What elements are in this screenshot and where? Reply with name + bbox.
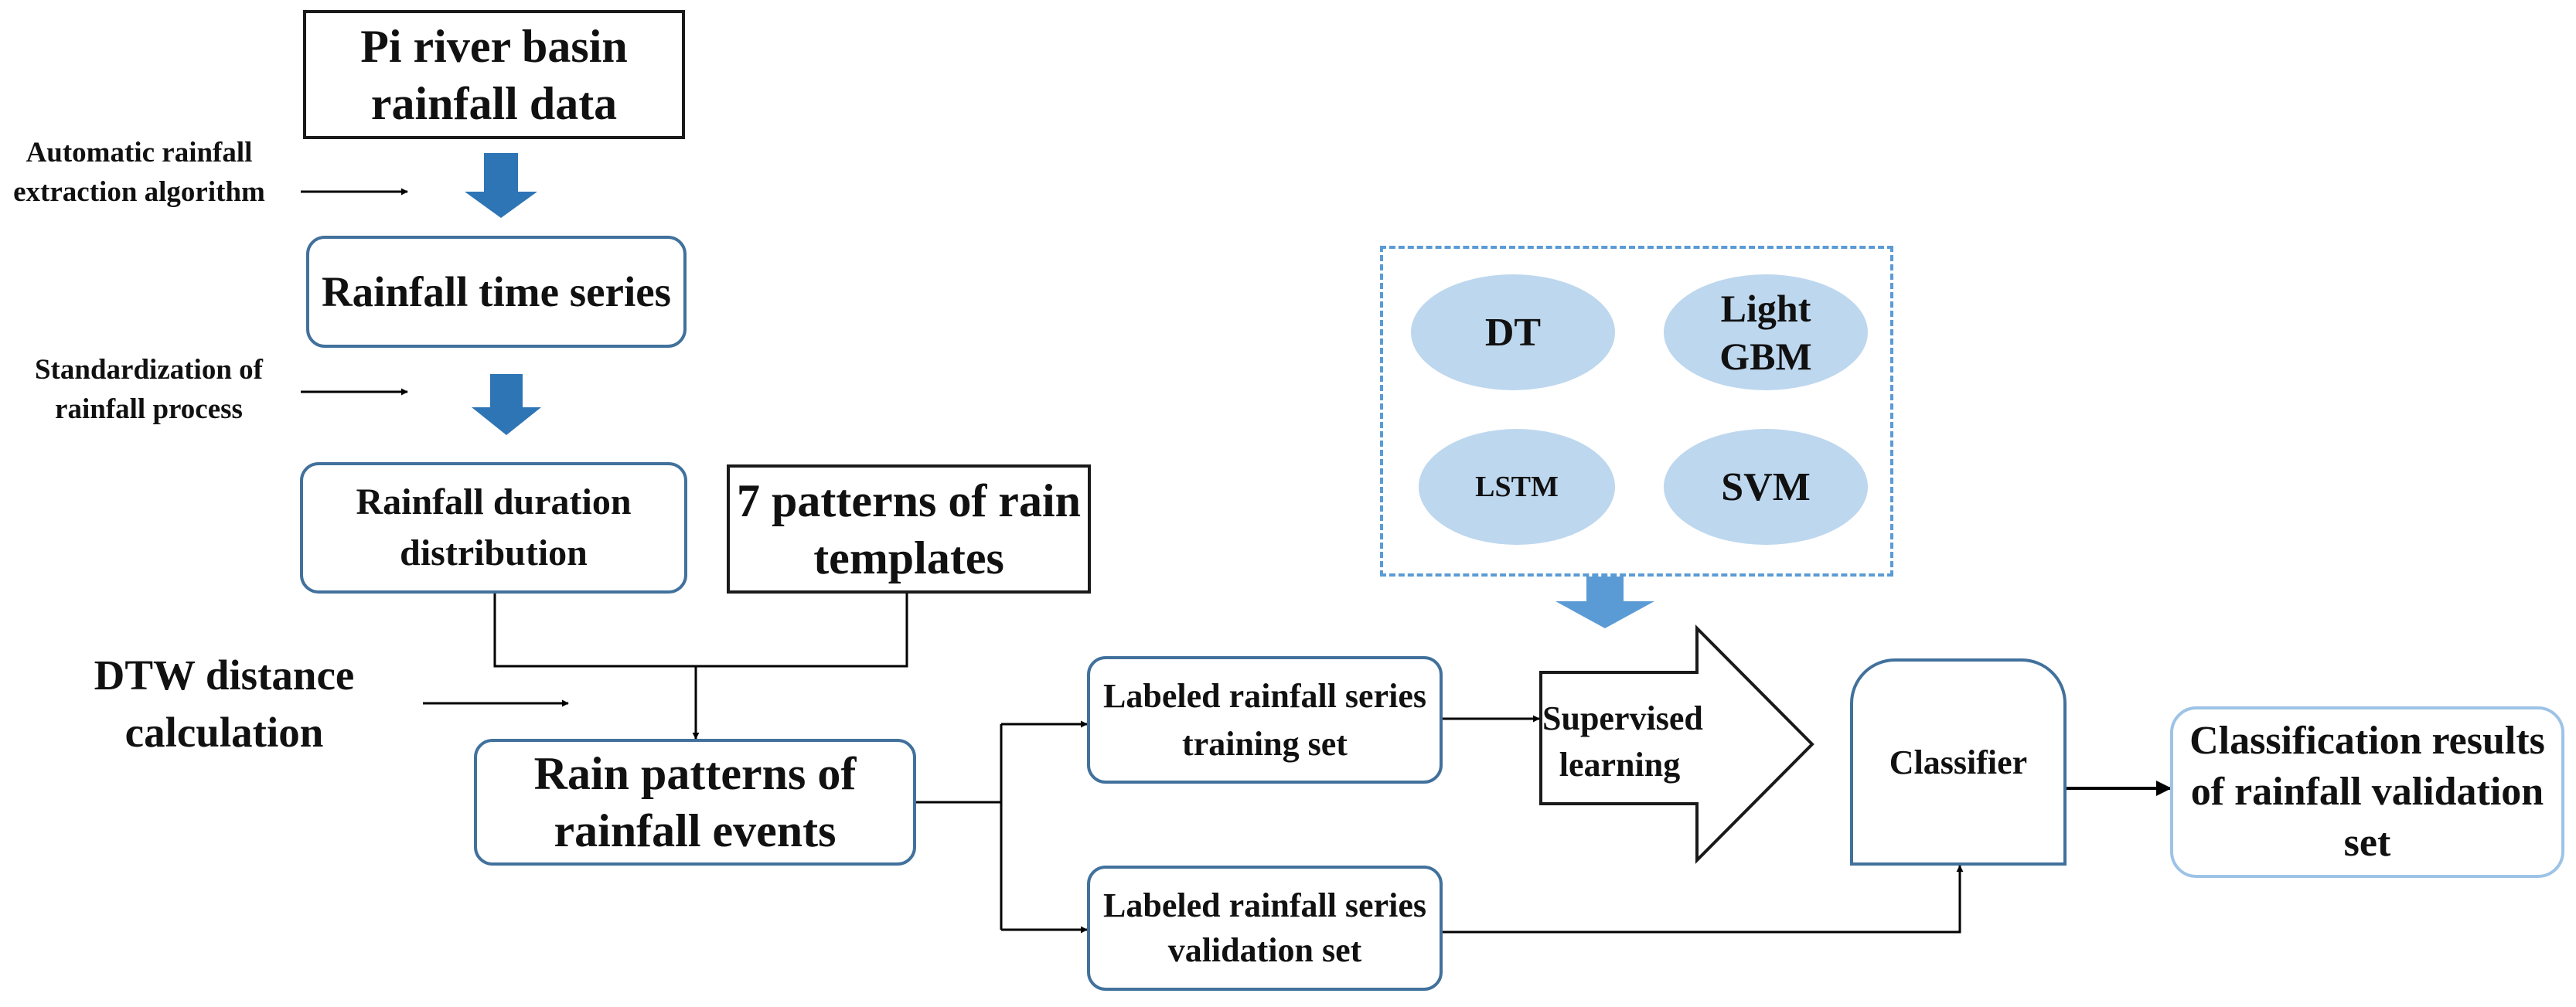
validation-set-label: Labeled rainfall series validation set <box>1103 886 1426 969</box>
dtw-step-label: DTW distance calculation <box>94 651 355 756</box>
rain-templates-box: 7 patterns of rain templates <box>727 464 1091 594</box>
validation-set-box: Labeled rainfall series validation set <box>1087 866 1443 991</box>
training-set-label: Labeled rainfall series training set <box>1103 676 1426 763</box>
source-data-label: Pi river basin rainfall data <box>360 20 628 129</box>
supervised-learning-arrow-icon <box>1539 624 1814 864</box>
supervised-learning-note: Supervised learning <box>1542 696 1703 788</box>
models-panel <box>1380 246 1893 577</box>
down-arrow-3-icon <box>1555 577 1654 628</box>
dtw-step-note: DTW distance calculation <box>46 647 402 761</box>
training-set-box: Labeled rainfall series training set <box>1087 656 1443 784</box>
dt-model-label: DT <box>1484 310 1542 355</box>
rain-templates-label: 7 patterns of rain templates <box>737 475 1081 583</box>
time-series-label: Rainfall time series <box>321 267 672 315</box>
down-arrow-2-icon <box>472 374 541 435</box>
down-arrow-1-icon <box>465 153 537 218</box>
validation-to-classifier-arrow <box>1443 865 1964 934</box>
results-label: Classification results of rainfall valid… <box>2189 719 2545 865</box>
lstm-model-ellipse: LSTM <box>1419 429 1615 545</box>
rain-patterns-label: Rain patterns of rainfall events <box>533 748 857 856</box>
time-series-box: Rainfall time series <box>306 236 687 348</box>
extraction-step-note: Automatic rainfall extraction algorithm <box>0 133 278 212</box>
dt-model-ellipse: DT <box>1411 274 1615 390</box>
standardization-step-note: Standardization of rainfall process <box>15 350 282 429</box>
lightgbm-model-label: Light GBM <box>1719 287 1812 378</box>
results-box: Classification results of rainfall valid… <box>2170 706 2564 878</box>
svm-model-ellipse: SVM <box>1664 429 1868 545</box>
lightgbm-model-ellipse: Light GBM <box>1664 274 1868 390</box>
duration-distribution-label: Rainfall duration distribution <box>356 481 632 573</box>
source-data-box: Pi river basin rainfall data <box>303 10 685 139</box>
supervised-learning-label: Supervised learning <box>1542 699 1703 784</box>
standardization-step-label: Standardization of rainfall process <box>34 354 263 425</box>
merge-connector <box>493 594 908 668</box>
lstm-model-label: LSTM <box>1475 471 1559 503</box>
svm-model-label: SVM <box>1721 464 1811 509</box>
rain-patterns-box: Rain patterns of rainfall events <box>474 739 916 866</box>
duration-distribution-box: Rainfall duration distribution <box>300 462 687 594</box>
classifier-box: Classifier <box>1850 658 2067 866</box>
extraction-step-label: Automatic rainfall extraction algorithm <box>13 137 265 208</box>
classifier-label: Classifier <box>1889 743 2028 781</box>
